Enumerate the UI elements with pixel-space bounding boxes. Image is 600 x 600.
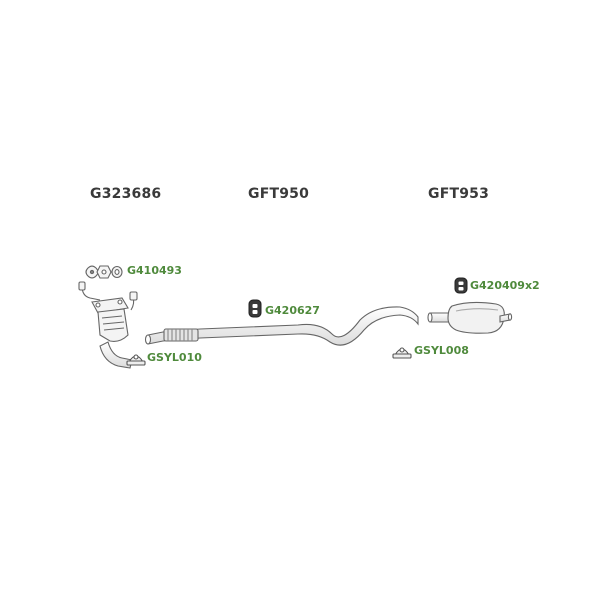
clamp-icon[interactable] <box>126 354 146 366</box>
rubber-mount-icon[interactable] <box>454 277 468 294</box>
section-code-rear-silencer[interactable]: GFT953 <box>428 186 490 202</box>
catalytic-converter[interactable] <box>78 281 138 369</box>
part-label-mount-centre[interactable]: G420627 <box>265 304 320 317</box>
gasket-set-icon[interactable] <box>85 265 123 279</box>
clamp-icon[interactable] <box>392 347 412 359</box>
rubber-mount-icon[interactable] <box>248 299 262 318</box>
section-code-catalyst[interactable]: G323686 <box>90 186 162 202</box>
section-code-centre-pipe[interactable]: GFT950 <box>248 186 310 202</box>
part-label-gasket-set[interactable]: G410493 <box>127 264 182 277</box>
rear-silencer[interactable] <box>427 301 513 334</box>
centre-pipe[interactable] <box>144 306 419 346</box>
part-label-clamp-front[interactable]: GSYL010 <box>147 351 202 364</box>
part-label-clamp-rear[interactable]: GSYL008 <box>414 344 469 357</box>
part-label-mount-rear[interactable]: G420409x2 <box>470 279 540 292</box>
